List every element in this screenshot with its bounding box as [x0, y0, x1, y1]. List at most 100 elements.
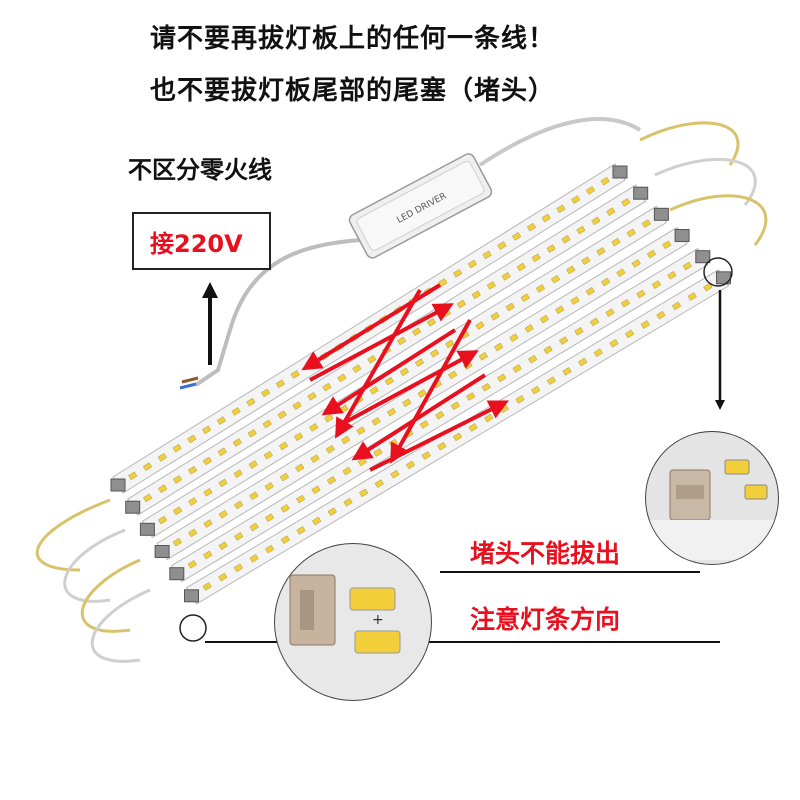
led-chip	[202, 425, 212, 435]
led-chip	[636, 289, 646, 299]
led-chip	[559, 336, 569, 345]
led-chip	[656, 310, 666, 320]
led-chip	[324, 413, 334, 423]
led-chip	[611, 237, 621, 247]
led-chip	[390, 469, 400, 479]
led-chip	[616, 268, 626, 277]
led-chip	[509, 333, 519, 342]
led-chip	[555, 305, 565, 315]
led-chip	[430, 349, 440, 358]
led-chip	[551, 274, 561, 284]
led-chip	[626, 228, 636, 238]
led-chip	[501, 272, 511, 281]
led-chip	[606, 207, 616, 216]
led-chip	[290, 370, 300, 379]
end-plug-caption: 堵头不能拔出	[470, 539, 621, 568]
led-chip	[437, 441, 447, 451]
input-voltage-label: 接220V	[150, 230, 243, 258]
strip-connector	[674, 229, 690, 242]
led-chip	[234, 500, 244, 510]
input-wire-brown	[181, 376, 199, 384]
led-chip	[505, 302, 515, 312]
led-chip	[296, 494, 306, 504]
led-chip	[312, 516, 322, 526]
led-chip	[466, 392, 476, 401]
strip-connector	[184, 589, 199, 603]
led-chip	[277, 410, 287, 420]
led-chip	[578, 357, 588, 367]
strip-connector	[695, 250, 711, 264]
led-chip	[546, 244, 556, 253]
led-chip	[309, 423, 319, 432]
led-chip	[600, 176, 610, 186]
strip-connector	[139, 522, 155, 536]
led-chip	[142, 462, 153, 471]
led-chip	[399, 367, 409, 377]
led-chip	[687, 292, 697, 301]
led-chip	[543, 345, 553, 355]
led-chip	[405, 460, 416, 470]
led-chip	[202, 456, 212, 466]
led-chip	[188, 497, 198, 506]
input-wire-blue	[179, 382, 197, 390]
led-chip	[296, 526, 306, 535]
led-chip	[261, 388, 271, 398]
led-chip	[386, 407, 397, 417]
led-chip	[593, 348, 603, 357]
led-chip	[342, 466, 352, 476]
led-chip	[367, 355, 377, 364]
led-chip	[310, 454, 320, 463]
led-chip	[631, 259, 641, 268]
strip-connector	[125, 500, 141, 514]
led-chip	[531, 253, 541, 263]
led-chip	[605, 308, 615, 317]
led-chip	[262, 419, 272, 429]
led-chip	[265, 544, 275, 554]
led-chip	[158, 484, 168, 493]
led-chip	[402, 398, 412, 408]
led-chip	[609, 339, 619, 348]
left-connector-highlight	[179, 614, 207, 642]
led-chip	[295, 463, 305, 473]
led-chip	[280, 535, 290, 544]
output-cable	[478, 117, 642, 167]
led-chip	[450, 401, 460, 411]
led-chip	[581, 256, 591, 265]
led-chip	[541, 213, 551, 223]
led-chip	[574, 327, 584, 336]
led-chip	[356, 426, 366, 435]
led-chip	[448, 370, 458, 380]
led-chip	[218, 478, 228, 488]
led-chip	[247, 429, 257, 438]
led-chip	[325, 445, 335, 454]
led-chip	[520, 293, 530, 302]
led-chip	[482, 250, 492, 260]
led-chip	[556, 204, 566, 214]
led-chip	[248, 460, 258, 469]
red-direction-arrows	[301, 283, 509, 472]
strip-connector	[154, 545, 170, 558]
led-chip	[570, 296, 580, 305]
led-chip	[187, 560, 197, 569]
zoom-strip-direction: +	[274, 543, 432, 701]
led-chip	[279, 472, 289, 482]
led-chip	[157, 515, 168, 525]
right-connector-highlight	[703, 257, 733, 287]
led-chip	[435, 410, 445, 420]
led-chip	[596, 247, 606, 256]
led-chip	[531, 385, 541, 395]
led-chip	[384, 376, 394, 386]
led-chip	[591, 216, 601, 226]
led-chip	[468, 423, 478, 432]
led-chip	[275, 379, 285, 388]
led-chip	[445, 339, 455, 349]
led-chip	[515, 395, 525, 404]
led-chip	[233, 563, 243, 573]
led-chip	[217, 447, 227, 457]
led-chip	[589, 317, 600, 327]
led-chip	[566, 265, 576, 275]
led-chip	[490, 311, 500, 321]
led-chip	[620, 299, 630, 308]
led-chip	[172, 475, 183, 484]
led-chip	[343, 498, 353, 507]
